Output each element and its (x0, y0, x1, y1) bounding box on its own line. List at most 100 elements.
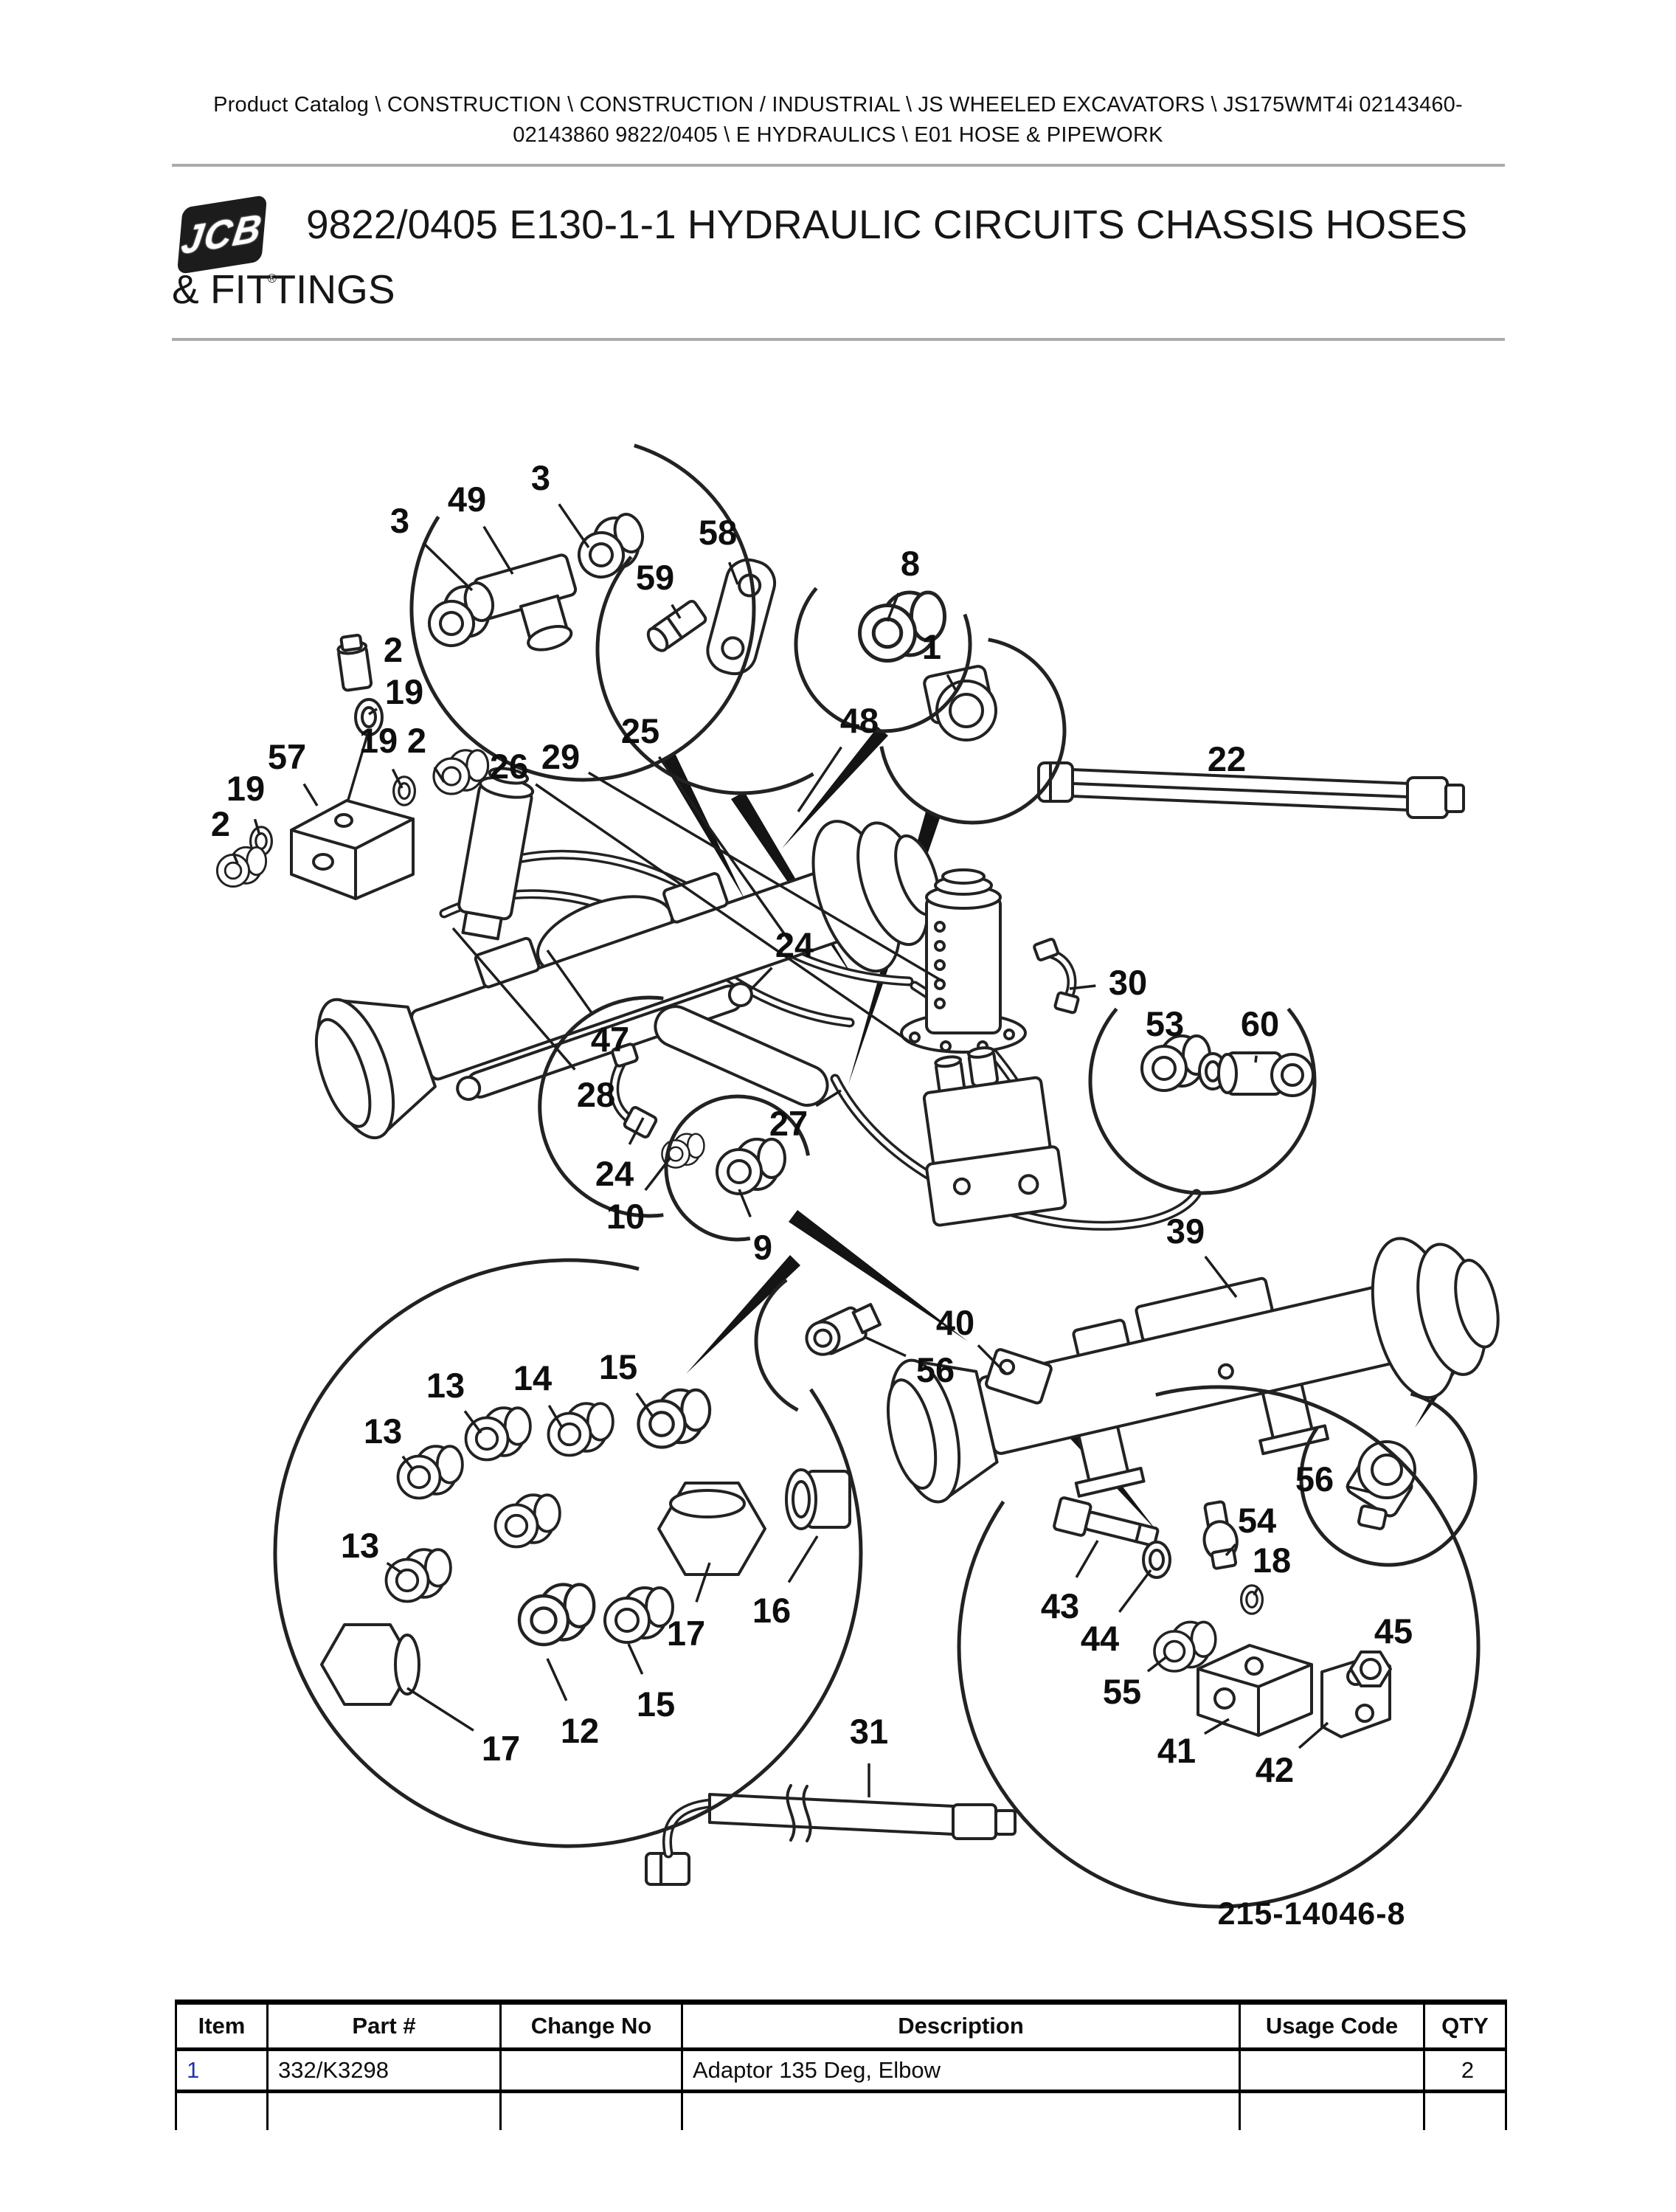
callout-28: 28 (577, 1075, 615, 1114)
jcb-logo-text: JCB (179, 206, 266, 263)
plug-16 (785, 1468, 851, 1530)
callout-22: 22 (1208, 739, 1246, 778)
table-row: 1 332/K3298 Adaptor 135 Deg, Elbow 2 (175, 2048, 1507, 2093)
col-header-change-no: Change No (499, 2001, 683, 2051)
callout-59: 59 (636, 558, 674, 597)
callout-2: 2 (211, 804, 230, 843)
col-header-qty: QTY (1423, 2001, 1507, 2051)
table-header-row: Item Part # Change No Description Usage … (175, 2001, 1507, 2051)
callout-58: 58 (699, 513, 737, 552)
callout-leader-26 (535, 783, 910, 1043)
callout-leader-43 (1075, 1540, 1099, 1578)
hex-plug-17 (657, 1482, 766, 1576)
callout-leader-2 (433, 766, 446, 783)
callout-leader-25 (657, 756, 792, 944)
callout-leader-19 (391, 768, 404, 789)
callout-45: 45 (1374, 1611, 1413, 1651)
cell-qty: 2 (1423, 2048, 1507, 2093)
callout-17: 17 (667, 1614, 705, 1653)
drawing-number: 215-14046-8 (1217, 1896, 1406, 1932)
item-number-link[interactable]: 1 (187, 2057, 200, 2083)
callout-13: 13 (426, 1366, 465, 1405)
cell-empty (1239, 2090, 1425, 2130)
breadcrumb[interactable]: Product Catalog \ CONSTRUCTION \ CONSTRU… (213, 93, 1463, 147)
callout-29: 29 (541, 737, 580, 776)
callout-leader-10 (644, 1157, 671, 1192)
callout-19: 19 (359, 721, 398, 760)
callout-leader-48 (797, 746, 842, 812)
callout-leader-17 (695, 1562, 711, 1603)
callout-43: 43 (1041, 1586, 1079, 1625)
cell-item: 1 (175, 2048, 269, 2093)
title-block: JCB ® 9822/0405 E130-1-1 HYDRAULIC CIRCU… (172, 192, 1500, 322)
detail-circle-1 (595, 556, 814, 795)
callout-leader-49 (482, 525, 514, 575)
callout-39: 39 (1166, 1212, 1205, 1251)
callout-leader-27 (815, 1089, 842, 1107)
hose-31 (645, 1784, 1017, 1886)
callout-56: 56 (1295, 1459, 1334, 1499)
callout-leader-30 (1069, 984, 1096, 990)
callout-24: 24 (595, 1154, 634, 1193)
callout-leader-16 (787, 1535, 819, 1583)
callout-44: 44 (1081, 1619, 1119, 1658)
callout-41: 41 (1157, 1731, 1196, 1770)
cell-empty (499, 2090, 683, 2130)
fitting-9-group (609, 1043, 786, 1195)
detail-circle-3 (879, 637, 1067, 825)
suspension-cylinder-and-pump (900, 868, 1067, 1227)
nut-45 (1349, 1651, 1392, 1687)
col-header-part: Part # (266, 2001, 502, 2051)
parts-diagram-svg: 3493585981219571921922629254822243053604… (211, 443, 1500, 1909)
callout-leader-58 (727, 561, 739, 585)
parts-table: Item Part # Change No Description Usage … (175, 2000, 1507, 2130)
tee-fitting-group (420, 509, 653, 653)
callout-leader-13 (386, 1561, 403, 1575)
callout-31: 31 (850, 1712, 888, 1751)
elbow-fitting-56-right (1346, 1440, 1416, 1530)
callout-19: 19 (385, 672, 423, 711)
col-header-item: Item (175, 2001, 269, 2051)
block-41 (1197, 1644, 1313, 1737)
callout-leader-54 (1225, 1543, 1237, 1557)
callout-27: 27 (769, 1104, 808, 1143)
cell-change-no (499, 2048, 683, 2093)
cylinder-tube (654, 1005, 829, 1107)
callout-42: 42 (1256, 1750, 1294, 1789)
callout-leader-2 (232, 852, 239, 864)
fitting-cluster-bottom-left (320, 1390, 851, 1706)
callout-leader-55 (1146, 1655, 1168, 1673)
cell-empty (266, 2090, 502, 2130)
elbow-fitting-56-left (805, 1302, 882, 1356)
cell-empty (175, 2090, 269, 2130)
callout-leader-44 (1118, 1569, 1152, 1613)
callout-25: 25 (621, 711, 659, 750)
callout-15: 15 (599, 1347, 637, 1386)
callout-2: 2 (407, 721, 426, 760)
callout-14: 14 (513, 1358, 552, 1397)
callout-12: 12 (561, 1711, 599, 1750)
callout-leader-40 (977, 1344, 1008, 1375)
callout-leader-19 (368, 708, 378, 716)
callout-leader-13 (401, 1455, 415, 1471)
callout-10: 10 (606, 1197, 645, 1236)
callout-30: 30 (1109, 963, 1147, 1002)
adaptor-block-group (215, 633, 490, 900)
callout-40: 40 (936, 1303, 974, 1342)
callout-56: 56 (916, 1350, 955, 1389)
detail-circle-4 (1088, 1007, 1317, 1195)
callout-leader-17 (406, 1687, 474, 1732)
callout-leader-56 (1346, 1485, 1370, 1493)
rear-axle-assembly (805, 1237, 1500, 1504)
callout-leader-19 (253, 818, 261, 836)
cell-description: Adaptor 135 Deg, Elbow (681, 2048, 1241, 2093)
col-header-usage-code: Usage Code (1239, 2001, 1425, 2051)
callout-leader-8 (886, 592, 900, 622)
callout-leader-59 (671, 604, 682, 619)
callout-leader-3 (558, 503, 590, 548)
callout-26: 26 (490, 747, 528, 786)
cell-empty (681, 2090, 1241, 2130)
detail-circle-7 (754, 1278, 799, 1412)
hex-cap-17 (320, 1623, 420, 1706)
